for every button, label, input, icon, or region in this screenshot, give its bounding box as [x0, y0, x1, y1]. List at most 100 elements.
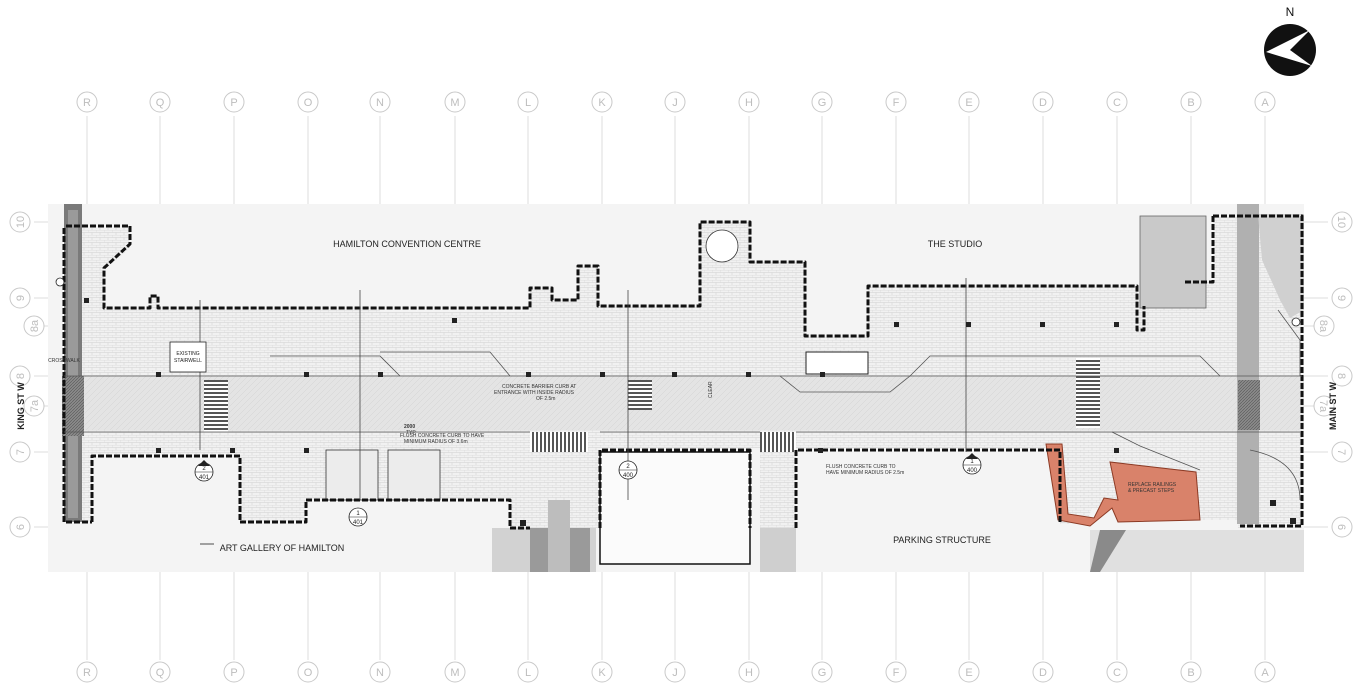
svg-text:N: N — [376, 667, 384, 679]
grid-bubble-6-left: 6 — [9, 516, 31, 538]
section-marker-parking-1: 1 400 — [962, 453, 982, 475]
barrier-curb-note: CONCRETE BARRIER CURB AT ENTRANCE WITH I… — [494, 384, 576, 402]
svg-text:9: 9 — [15, 295, 27, 301]
grid-bubble-7-right: 7 — [1331, 441, 1353, 463]
grid-bubble-H-bottom: H — [738, 661, 760, 683]
section-marker-center-2: 2 400 — [618, 460, 638, 480]
svg-text:& PRECAST STEPS: & PRECAST STEPS — [1128, 488, 1175, 494]
svg-text:B: B — [1187, 667, 1194, 679]
svg-text:10: 10 — [15, 216, 27, 228]
king-st-label: KING ST W — [16, 382, 26, 430]
svg-text:N: N — [376, 97, 384, 109]
grid-bubble-M-top: M — [444, 91, 466, 113]
grid-bubble-8a-left: 8a — [23, 315, 45, 337]
svg-text:OF 2.5m: OF 2.5m — [536, 396, 555, 402]
main-st-label: MAIN ST W — [1328, 382, 1338, 430]
grid-bubble-8-left: 8 — [9, 365, 31, 387]
svg-text:7: 7 — [15, 449, 27, 455]
svg-text:D: D — [1039, 667, 1047, 679]
stairwell-label-line1: EXISTING — [176, 351, 199, 357]
svg-text:E: E — [965, 97, 972, 109]
svg-text:C: C — [1113, 667, 1121, 679]
svg-text:Q: Q — [156, 667, 165, 679]
grid-bubble-J-bottom: J — [664, 661, 686, 683]
svg-text:R: R — [83, 667, 91, 679]
curb-lines — [64, 278, 1302, 501]
art-gallery-label: ART GALLERY OF HAMILTON — [220, 543, 345, 553]
grid-bubble-R-top: R — [76, 91, 98, 113]
svg-text:CONCRETE BARRIER CURB AT: CONCRETE BARRIER CURB AT — [502, 384, 576, 390]
grid-bubble-C-top: C — [1106, 91, 1128, 113]
grid-bubble-9-left: 9 — [9, 287, 31, 309]
svg-text:8a: 8a — [29, 319, 41, 332]
grid-bubble-B-top: B — [1180, 91, 1202, 113]
svg-text:J: J — [672, 97, 678, 109]
svg-text:401: 401 — [199, 475, 210, 481]
grid-bubble-8-right: 8 — [1331, 365, 1353, 387]
grid-bubbles-right: 10 9 8a 8 7a 7 6 — [1313, 211, 1353, 538]
svg-text:FLUSH CONCRETE CURB TO HAVE: FLUSH CONCRETE CURB TO HAVE — [400, 433, 485, 439]
svg-text:400: 400 — [967, 468, 978, 474]
svg-text:Q: Q — [156, 97, 165, 109]
svg-text:FLUSH CONCRETE CURB TO: FLUSH CONCRETE CURB TO — [826, 464, 896, 470]
svg-text:O: O — [304, 97, 313, 109]
grid-bubble-K-bottom: K — [591, 661, 613, 683]
svg-text:P: P — [230, 667, 237, 679]
svg-text:1: 1 — [970, 459, 974, 465]
grid-bubble-8a-right: 8a — [1313, 315, 1335, 337]
grid-bubble-M-bottom: M — [444, 661, 466, 683]
grid-bubble-K-top: K — [591, 91, 613, 113]
svg-text:MINIMUM RADIUS OF 3.6m: MINIMUM RADIUS OF 3.6m — [404, 439, 468, 445]
clear-label: CLEAR — [708, 381, 714, 398]
svg-text:J: J — [672, 667, 678, 679]
grid-bubble-7a-left: 7a — [23, 395, 45, 417]
svg-text:6: 6 — [15, 524, 27, 530]
crosswalks — [62, 358, 1260, 452]
grid-bubble-D-top: D — [1032, 91, 1054, 113]
svg-text:A: A — [1261, 667, 1269, 679]
stairwell-label-line2: STAIRWELL — [174, 358, 202, 364]
svg-text:1: 1 — [356, 511, 360, 517]
svg-text:H: H — [745, 97, 753, 109]
building-edges — [62, 214, 1304, 530]
studio-label: THE STUDIO — [928, 239, 983, 249]
svg-text:A: A — [1261, 97, 1269, 109]
grid-bubble-N-top: N — [369, 91, 391, 113]
dimension-typ-label: TYP. — [406, 430, 416, 436]
grid-bubble-N-bottom: N — [369, 661, 391, 683]
flush-curb-west-note: FLUSH CONCRETE CURB TO HAVE MINIMUM RADI… — [400, 433, 485, 445]
svg-text:L: L — [525, 97, 531, 109]
grid-bubble-P-top: P — [223, 91, 245, 113]
grid-bubble-R-bottom: R — [76, 661, 98, 683]
svg-text:K: K — [598, 667, 606, 679]
hydrant-icon — [1291, 317, 1301, 327]
grid-bubble-10-right: 10 — [1331, 211, 1353, 233]
structures — [64, 204, 1304, 572]
grid-bubble-P-bottom: P — [223, 661, 245, 683]
parking-structure-label: PARKING STRUCTURE — [893, 535, 991, 545]
svg-text:M: M — [450, 667, 459, 679]
grid-bubble-6-right: 6 — [1331, 516, 1353, 538]
grid-bubble-G-bottom: G — [811, 661, 833, 683]
grid-bubble-D-bottom: D — [1032, 661, 1054, 683]
dimension-2000-label: 2000 — [404, 424, 415, 430]
grid-bubble-Q-bottom: Q — [149, 661, 171, 683]
svg-text:L: L — [525, 667, 531, 679]
svg-text:8: 8 — [1335, 373, 1347, 379]
grid-bubble-A-bottom: A — [1254, 661, 1276, 683]
grid-bubble-E-top: E — [958, 91, 980, 113]
svg-text:H: H — [745, 667, 753, 679]
svg-text:8a: 8a — [1317, 320, 1329, 333]
svg-text:B: B — [1187, 97, 1194, 109]
svg-text:C: C — [1113, 97, 1121, 109]
grid-bubble-L-bottom: L — [517, 661, 539, 683]
svg-text:REPLACE RAILINGS: REPLACE RAILINGS — [1128, 482, 1177, 488]
svg-text:9: 9 — [1335, 295, 1347, 301]
svg-text:ENTRANCE WITH INSIDE RADIUS: ENTRANCE WITH INSIDE RADIUS — [494, 390, 575, 396]
grid-bubble-J-top: J — [664, 91, 686, 113]
grid-bubbles-left: 10 9 8a 8 7a 7 6 — [9, 211, 45, 538]
convention-centre-label: HAMILTON CONVENTION CENTRE — [333, 239, 481, 249]
grid-bubble-G-top: G — [811, 91, 833, 113]
svg-text:400: 400 — [623, 473, 634, 479]
